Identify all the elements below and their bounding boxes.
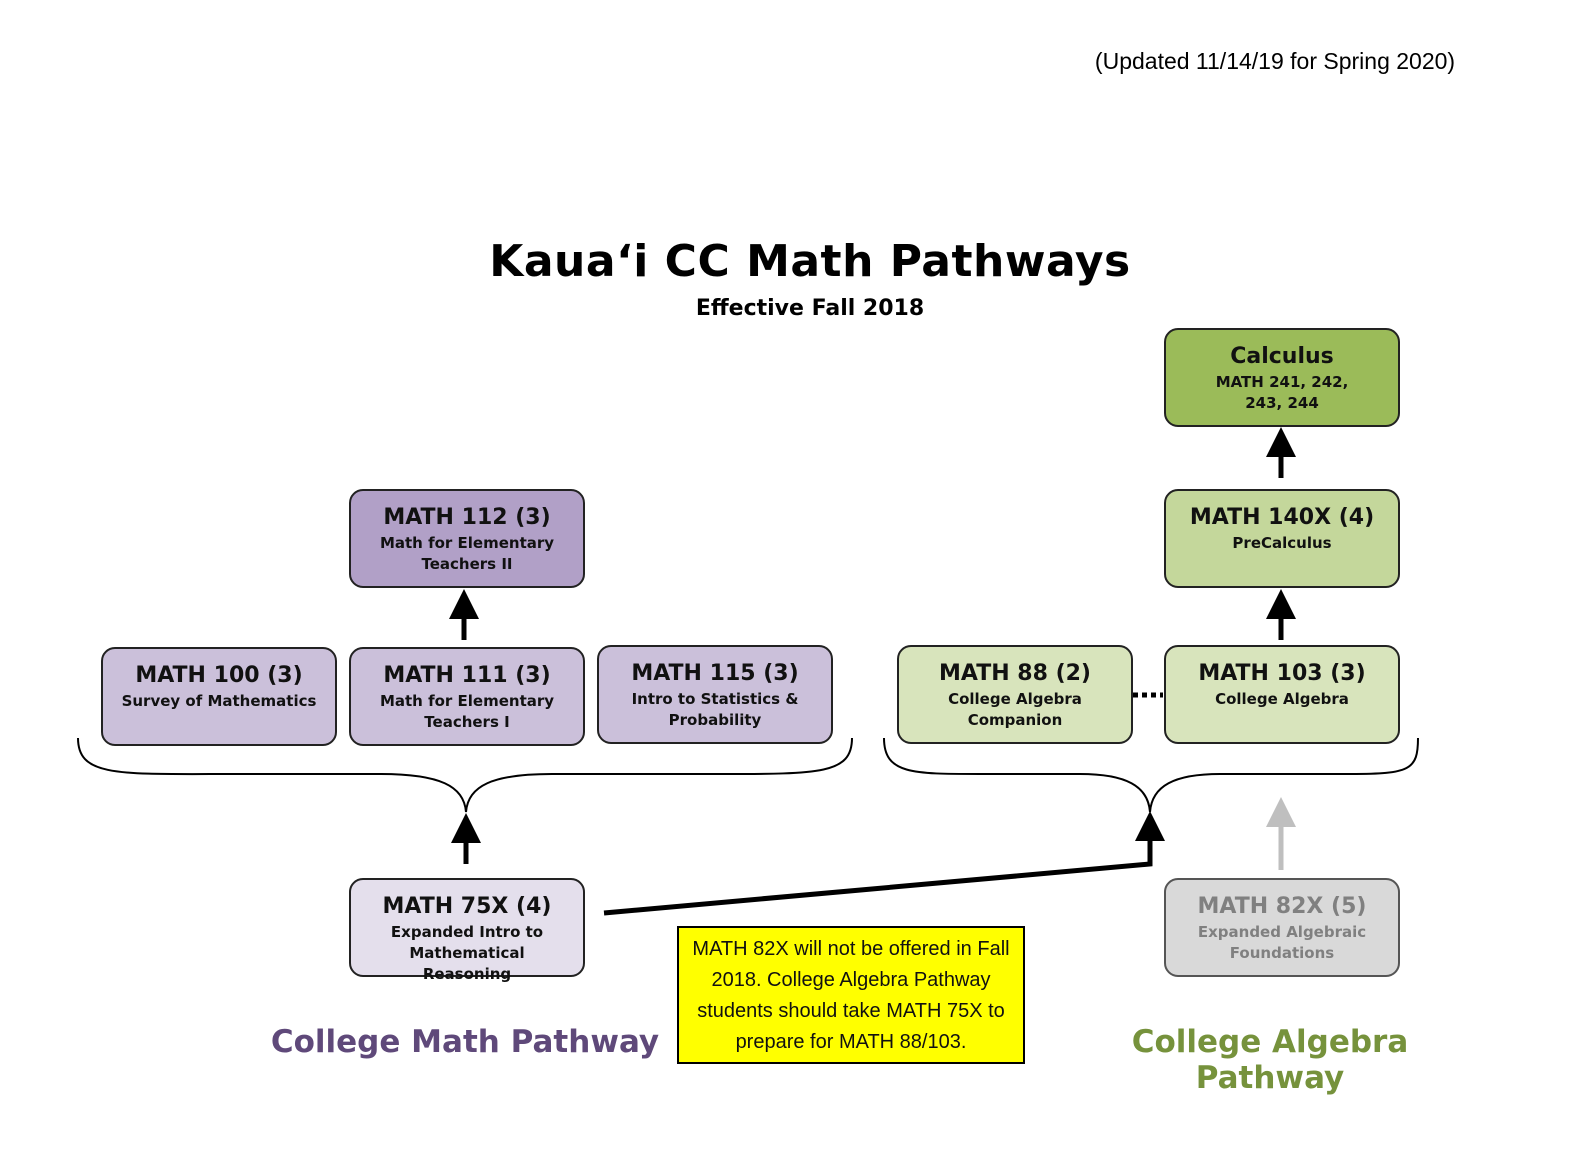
course-code: MATH 88 (2)	[939, 661, 1091, 686]
course-desc: PreCalculus	[1232, 534, 1332, 552]
left-brace	[77, 737, 853, 813]
course-code: MATH 140X (4)	[1189, 505, 1375, 530]
course-desc: Math for Elementary Teachers I	[379, 692, 555, 731]
course-desc: Intro to Statistics & Probability	[631, 690, 799, 729]
course-code: MATH 111 (3)	[383, 663, 551, 688]
course-math-100: MATH 100 (3) Survey of Mathematics	[101, 647, 337, 746]
course-math-82x: MATH 82X (5) Expanded Algebraic Foundati…	[1164, 878, 1400, 977]
course-calculus: Calculus MATH 241, 242, 243, 244	[1164, 328, 1400, 427]
course-code: MATH 115 (3)	[631, 661, 799, 686]
course-math-111: MATH 111 (3) Math for Elementary Teacher…	[349, 647, 585, 746]
course-math-103: MATH 103 (3) College Algebra	[1164, 645, 1400, 744]
note-box: MATH 82X will not be offered in Fall 201…	[677, 926, 1025, 1064]
course-desc: Expanded Algebraic Foundations	[1197, 923, 1367, 962]
page-subtitle: Effective Fall 2018	[695, 296, 925, 321]
course-code: MATH 82X (5)	[1197, 894, 1367, 919]
course-math-112: MATH 112 (3) Math for Elementary Teacher…	[349, 489, 585, 588]
course-code: MATH 100 (3)	[135, 663, 303, 688]
course-desc: Survey of Mathematics	[121, 692, 317, 710]
course-code: MATH 103 (3)	[1198, 661, 1366, 686]
right-brace	[883, 737, 1419, 813]
course-desc: Expanded Intro to Mathematical Reasoning	[390, 923, 544, 983]
course-code: MATH 75X (4)	[382, 894, 552, 919]
course-desc: College Algebra	[1215, 690, 1349, 708]
page-title: Kaua‘i CC Math Pathways	[489, 236, 1131, 287]
course-code: Calculus	[1230, 344, 1334, 369]
college-algebra-pathway-label: College Algebra Pathway	[1131, 1024, 1409, 1096]
course-desc: MATH 241, 242, 243, 244	[1215, 373, 1349, 412]
line-75x-to-college-algebra	[603, 832, 1153, 916]
course-math-75x: MATH 75X (4) Expanded Intro to Mathemati…	[349, 878, 585, 983]
course-math-140x: MATH 140X (4) PreCalculus	[1164, 489, 1400, 588]
course-math-115: MATH 115 (3) Intro to Statistics & Proba…	[597, 645, 833, 744]
course-desc: College Algebra Companion	[948, 690, 1082, 729]
updated-note: (Updated 11/14/19 for Spring 2020)	[1094, 48, 1456, 74]
course-desc: Math for Elementary Teachers II	[379, 534, 555, 573]
course-math-88: MATH 88 (2) College Algebra Companion	[897, 645, 1133, 744]
course-code: MATH 112 (3)	[383, 505, 551, 530]
college-math-pathway-label: College Math Pathway	[270, 1024, 660, 1060]
